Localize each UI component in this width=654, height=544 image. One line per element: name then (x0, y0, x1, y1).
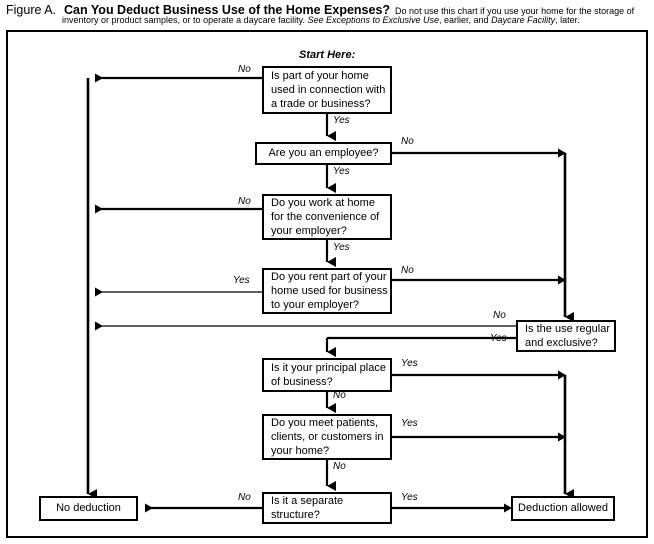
figure-note-line-2c: , later. (555, 15, 580, 25)
edge-label-q7-yes: Yes (401, 418, 418, 429)
node-q8-label: Is it a separate structure? (271, 494, 344, 521)
edge-label-q1-yes: Yes (333, 115, 350, 126)
edge-label-q5-yes: Yes (490, 333, 507, 344)
node-q7-label: Do you meet patients, clients, or custom… (271, 416, 384, 458)
edge-label-q6-yes: Yes (401, 358, 418, 369)
edge-label-q8-yes: Yes (401, 492, 418, 503)
node-q2[interactable]: Are you an employee? (255, 142, 392, 165)
edge-label-q8-no: No (238, 492, 251, 503)
edge-label-q2-no: No (401, 136, 414, 147)
edge-label-q7-no: No (333, 461, 346, 472)
figure-note-ref-exceptions: See Exceptions to Exclusive Use (307, 15, 440, 25)
figure-header: Figure A. Can You Deduct Business Use of … (0, 0, 654, 30)
node-q6-label: Is it your principal place of business? (271, 361, 386, 388)
node-q3-label: Do you work at home for the convenience … (271, 196, 380, 238)
start-here-label: Start Here: (299, 49, 356, 61)
edge-label-q1-no: No (238, 64, 251, 75)
node-deduction-allowed[interactable]: Deduction allowed (511, 496, 615, 521)
edge-label-q4-no: No (401, 265, 414, 276)
node-q5-label: Is the use regular and exclusive? (525, 322, 610, 349)
figure-header-line-1: Figure A. Can You Deduct Business Use of … (6, 1, 634, 19)
node-deduction-allowed-label: Deduction allowed (518, 502, 608, 515)
node-q4-label: Do you rent part of your home used for b… (271, 270, 388, 312)
figure-note-line-2a: inventory or product samples, or to oper… (62, 15, 308, 25)
node-q5[interactable]: Is the use regular and exclusive? (516, 320, 616, 352)
node-q1[interactable]: Is part of your home used in connection … (262, 66, 392, 114)
edge-label-q5-no: No (493, 310, 506, 321)
edge-label-q3-no: No (238, 196, 251, 207)
node-q7[interactable]: Do you meet patients, clients, or custom… (262, 414, 392, 460)
figure-note-line-1: Do not use this chart if you use your ho… (395, 6, 635, 16)
node-q1-label: Is part of your home used in connection … (271, 69, 386, 111)
edge-label-q2-yes: Yes (333, 166, 350, 177)
figure-label: Figure A. (6, 3, 57, 17)
node-q3[interactable]: Do you work at home for the convenience … (262, 194, 392, 240)
node-no-deduction[interactable]: No deduction (39, 496, 138, 521)
node-q2-label: Are you an employee? (268, 147, 379, 160)
figure-header-line-2: inventory or product samples, or to oper… (62, 15, 580, 25)
node-q8[interactable]: Is it a separate structure? (262, 492, 392, 524)
edge-label-q3-yes: Yes (333, 242, 350, 253)
edge-label-q4-yes: Yes (233, 275, 250, 286)
node-q4[interactable]: Do you rent part of your home used for b… (262, 268, 392, 314)
edge-label-q6-no: No (333, 390, 346, 401)
figure-note-ref-daycare: Daycare Facility (491, 15, 556, 25)
node-no-deduction-label: No deduction (56, 502, 121, 515)
figure-note-line-2b: , earlier, and (439, 15, 492, 25)
node-q6[interactable]: Is it your principal place of business? (262, 358, 392, 392)
page-title: Can You Deduct Business Use of the Home … (64, 3, 391, 17)
